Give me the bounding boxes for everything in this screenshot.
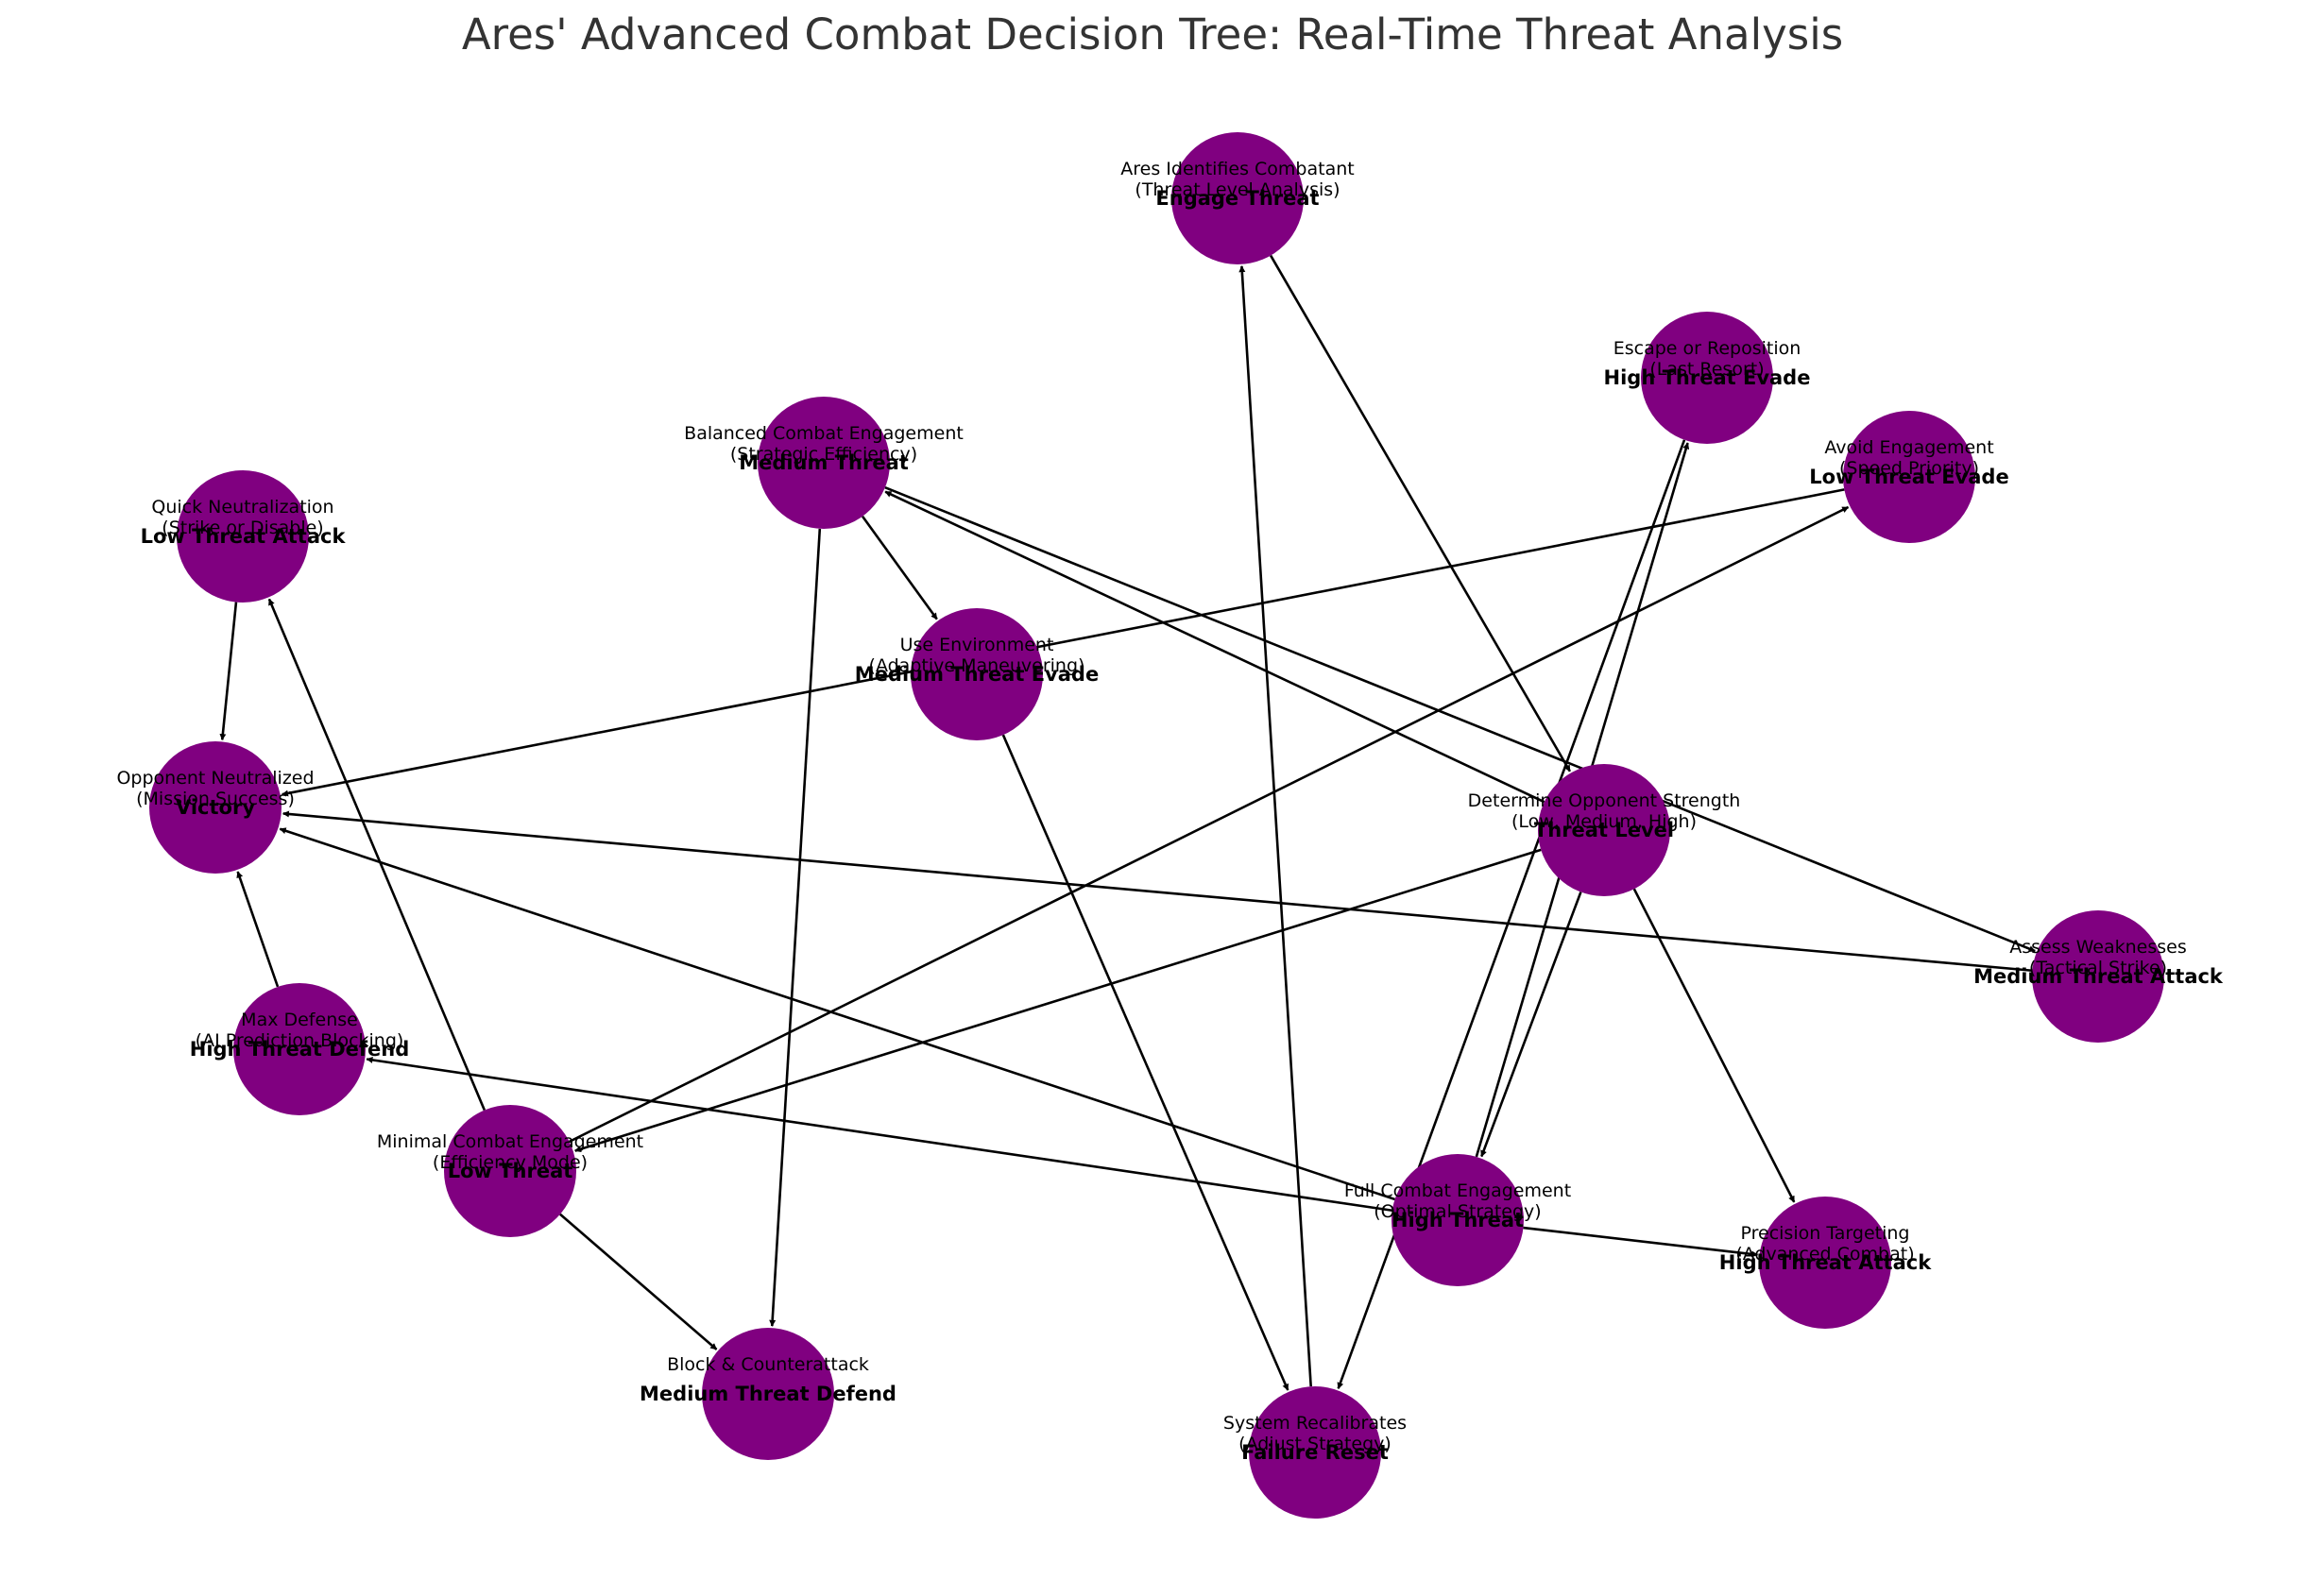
node-description-high-threat-evade-line-1: Escape or Reposition — [1614, 338, 1801, 359]
edge-high-threat-to-victory — [279, 827, 1395, 1201]
node-description-medium-threat-evade-line-1: Use Environment — [900, 635, 1054, 655]
node-description-high-threat-line-1: Full Combat Engagement — [1344, 1180, 1571, 1201]
node-id-low-threat-evade: Low Threat Evade — [1809, 466, 2008, 488]
edge-medium-threat-to-medium-threat-attack — [884, 485, 2036, 953]
node-id-medium-threat-attack: Medium Threat Attack — [1973, 965, 2224, 988]
edges-layer — [219, 254, 2036, 1391]
edge-threat-level-to-medium-threat — [884, 490, 1545, 804]
node-high-threat-evade — [1641, 312, 1773, 444]
nodes-layer — [149, 132, 2164, 1519]
node-description-victory-line-2: (Mission Success) — [136, 789, 295, 809]
edge-medium-threat-evade-to-failure-reset — [1001, 734, 1289, 1391]
node-id-medium-threat: Medium Threat — [739, 451, 909, 474]
node-description-medium-threat-attack-line-1: Assess Weaknesses — [2009, 937, 2186, 958]
edge-threat-level-to-high-threat — [1480, 891, 1582, 1158]
node-description-victory-line-1: Opponent Neutralized — [116, 768, 314, 789]
node-description-engage-threat-line-1: Ares Identifies Combatant — [1120, 159, 1354, 179]
edge-engage-threat-to-threat-level — [1269, 254, 1572, 773]
node-medium-threat-evade — [911, 608, 1043, 740]
node-failure-reset — [1249, 1386, 1381, 1519]
edge-medium-threat-to-medium-threat-defend — [769, 528, 822, 1327]
node-low-threat — [444, 1105, 576, 1237]
edge-medium-threat-to-medium-threat-evade — [861, 515, 938, 620]
node-description-engage-threat-line-2: (Threat Level Analysis) — [1135, 179, 1340, 200]
edge-low-threat-attack-to-victory — [219, 602, 238, 741]
node-description-low-threat-evade-line-2: (Speed Priority) — [1839, 458, 1979, 479]
diagram-title: Ares' Advanced Combat Decision Tree: Rea… — [462, 9, 1843, 59]
edge-failure-reset-to-engage-threat — [1238, 265, 1312, 1387]
node-high-threat-attack — [1759, 1197, 1891, 1329]
node-id-high-threat-attack: High Threat Attack — [1719, 1251, 1932, 1274]
node-description-high-threat-line-2: (Optimal Strategy) — [1374, 1201, 1541, 1222]
node-id-threat-level: Threat Level — [1534, 819, 1674, 841]
node-description-high-threat-defend-line-2: (AI Prediction Blocking) — [196, 1030, 404, 1051]
node-high-threat-defend — [233, 983, 366, 1115]
node-medium-threat-attack — [2032, 910, 2164, 1043]
node-id-engage-threat: Engage Threat — [1155, 187, 1319, 210]
node-description-threat-level-line-1: Determine Opponent Strength — [1468, 790, 1741, 811]
edge-low-threat-to-medium-threat-defend — [559, 1213, 718, 1350]
edge-threat-level-to-high-threat-attack — [1632, 888, 1796, 1203]
node-id-low-threat-attack: Low Threat Attack — [141, 525, 347, 548]
node-description-failure-reset-line-2: (Adjust Strategy) — [1238, 1434, 1392, 1454]
node-high-threat — [1392, 1154, 1524, 1286]
node-low-threat-evade — [1843, 411, 1975, 543]
node-id-failure-reset: Failure Reset — [1241, 1441, 1389, 1464]
edge-high-threat-defend-to-victory — [236, 871, 280, 988]
node-id-victory: Victory — [176, 796, 255, 819]
node-description-medium-threat-line-1: Balanced Combat Engagement — [684, 423, 964, 444]
node-description-medium-threat-attack-line-2: (Tactical Strike) — [2029, 958, 2167, 978]
node-id-high-threat: High Threat — [1392, 1209, 1524, 1231]
node-description-low-threat-attack-line-2: (Strike or Disable) — [162, 518, 323, 538]
node-medium-threat — [758, 397, 890, 529]
node-engage-threat — [1171, 132, 1304, 264]
node-description-low-threat-line-2: (Efficiency Mode) — [433, 1152, 588, 1173]
node-description-low-threat-evade-line-1: Avoid Engagement — [1824, 437, 1993, 458]
node-description-failure-reset-line-1: System Recalibrates — [1223, 1413, 1407, 1434]
edge-high-threat-to-high-threat-attack — [1523, 1226, 1759, 1258]
node-description-low-threat-line-1: Minimal Combat Engagement — [377, 1131, 643, 1152]
node-id-low-threat: Low Threat — [448, 1160, 573, 1182]
node-description-high-threat-evade-line-2: (Last Resort) — [1649, 359, 1764, 380]
node-description-medium-threat-line-2: (Strategic Efficiency) — [730, 444, 917, 465]
labels-layer: Ares Identifies Combatant(Threat Level A… — [116, 159, 2223, 1464]
edge-high-threat-to-high-threat-defend — [366, 1056, 1392, 1213]
node-description-low-threat-attack-line-1: Quick Neutralization — [151, 497, 333, 518]
node-id-medium-threat-defend: Medium Threat Defend — [640, 1383, 896, 1405]
node-description-medium-threat-defend-line-1: Block & Counterattack — [667, 1354, 869, 1375]
node-low-threat-attack — [177, 470, 309, 603]
node-threat-level — [1538, 764, 1670, 896]
edge-threat-level-to-low-threat — [574, 848, 1542, 1153]
edge-low-threat-to-low-threat-evade — [569, 505, 1850, 1144]
node-description-high-threat-defend-line-1: Max Defense — [241, 1010, 358, 1030]
edge-low-threat-evade-to-victory — [281, 488, 1845, 797]
node-description-medium-threat-evade-line-2: (Adaptive Maneuvering) — [869, 655, 1085, 676]
node-description-threat-level-line-2: (Low, Medium, High) — [1511, 811, 1697, 832]
edge-medium-threat-attack-to-victory — [282, 810, 2033, 973]
node-victory — [149, 741, 282, 874]
edge-low-threat-to-low-threat-attack — [267, 598, 487, 1111]
node-medium-threat-defend — [702, 1328, 834, 1460]
node-description-high-threat-attack-line-1: Precision Targeting — [1741, 1223, 1910, 1244]
node-id-medium-threat-evade: Medium Threat Evade — [855, 663, 1099, 686]
node-description-high-threat-attack-line-2: (Advanced Combat) — [1735, 1244, 1914, 1265]
node-id-high-threat-defend: High Threat Defend — [190, 1038, 410, 1061]
node-id-high-threat-evade: High Threat Evade — [1604, 366, 1811, 389]
